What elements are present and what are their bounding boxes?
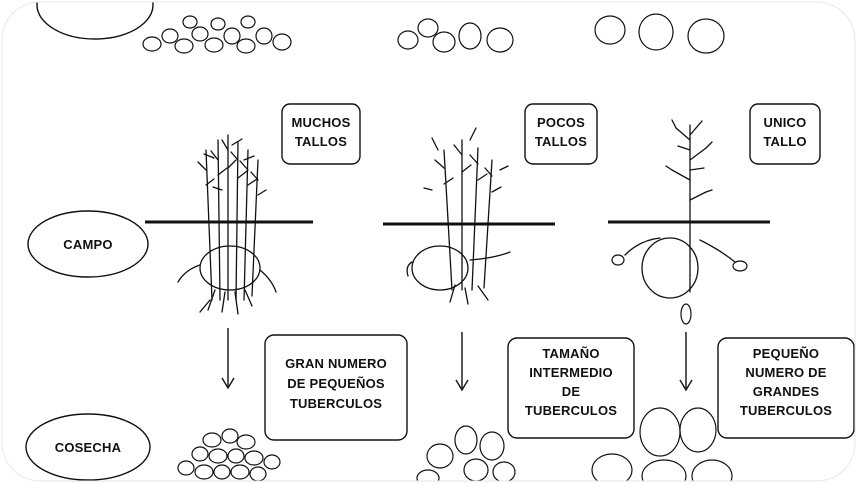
stem-box-2-line1: POCOS [537, 115, 585, 130]
cosecha-label: COSECHA [55, 440, 122, 455]
result-box-1-line2: DE PEQUEÑOS [287, 376, 385, 391]
result-box-1-line3: TUBERCULOS [290, 396, 382, 411]
result-box-3-line4: TUBERCULOS [740, 403, 832, 418]
stem-box-3-line1: UNICO [764, 115, 807, 130]
result-box-2-line2: INTERMEDIO [529, 365, 613, 380]
result-box-2: TAMAÑO INTERMEDIO DE TUBERCULOS [508, 338, 634, 438]
result-box-1: GRAN NUMERO DE PEQUEÑOS TUBERCULOS [265, 335, 407, 440]
result-box-3: PEQUEÑO NUMERO DE GRANDES TUBERCULOS [718, 338, 854, 438]
result-box-2-line3: DE [562, 384, 581, 399]
result-box-3-line3: GRANDES [753, 384, 820, 399]
cosecha-oval: COSECHA [26, 414, 150, 480]
stem-box-1-line2: TALLOS [295, 134, 347, 149]
result-box-1-line1: GRAN NUMERO [285, 356, 387, 371]
stem-box-3-line2: TALLO [763, 134, 806, 149]
result-box-2-line4: TUBERCULOS [525, 403, 617, 418]
stem-box-2: POCOS TALLOS [525, 104, 597, 164]
stem-box-1: MUCHOS TALLOS [282, 104, 360, 164]
stem-box-2-line2: TALLOS [535, 134, 587, 149]
stem-box-3: UNICO TALLO [750, 104, 820, 164]
result-box-2-line1: TAMAÑO [542, 346, 599, 361]
stem-box-1-line1: MUCHOS [292, 115, 351, 130]
campo-label: CAMPO [63, 237, 112, 252]
result-box-3-line1: PEQUEÑO [753, 346, 819, 361]
result-box-3-line2: NUMERO DE [745, 365, 826, 380]
campo-oval: CAMPO [28, 211, 148, 277]
